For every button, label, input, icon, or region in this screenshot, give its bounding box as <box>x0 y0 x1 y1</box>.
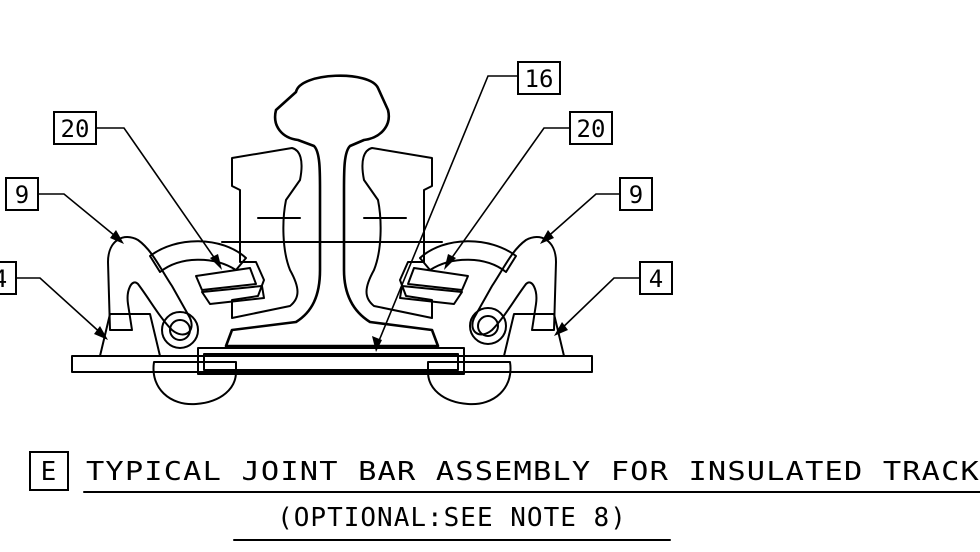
left-elastic-clip <box>107 235 247 336</box>
svg-text:20: 20 <box>577 115 606 143</box>
insulating-plate <box>197 347 465 375</box>
rail-section <box>224 74 440 348</box>
right-elastic-clip <box>419 235 557 336</box>
svg-text:9: 9 <box>629 181 643 209</box>
svg-text:4: 4 <box>0 265 7 293</box>
callout-20-left: 20 <box>53 111 97 145</box>
left-insulating-clip <box>195 267 265 305</box>
right-shoulder <box>427 307 565 406</box>
right-joint-bar <box>361 147 433 319</box>
tie-plate <box>71 355 593 373</box>
caption-subtitle: (OPTIONAL:SEE NOTE 8) <box>277 503 627 533</box>
svg-text:16: 16 <box>525 65 554 93</box>
callout-16: 16 <box>517 61 561 95</box>
callout-4-left: 4 <box>0 261 17 295</box>
svg-text:9: 9 <box>15 181 29 209</box>
leader-lines <box>16 75 640 352</box>
callout-20-right: 20 <box>569 111 613 145</box>
section-letter: E <box>41 457 58 487</box>
callout-9-left: 9 <box>5 177 39 211</box>
left-joint-bar <box>231 147 303 319</box>
caption-title: TYPICAL JOINT BAR ASSEMBLY FOR INSULATED… <box>86 457 980 487</box>
section-letter-box <box>29 451 69 491</box>
left-shoulder <box>99 311 237 406</box>
svg-text:4: 4 <box>649 265 663 293</box>
callout-4-right: 4 <box>639 261 673 295</box>
right-insulating-clip <box>399 267 469 305</box>
callout-9-right: 9 <box>619 177 653 211</box>
svg-text:20: 20 <box>61 115 90 143</box>
caption: E TYPICAL JOINT BAR ASSEMBLY FOR INSULAT… <box>29 451 980 541</box>
